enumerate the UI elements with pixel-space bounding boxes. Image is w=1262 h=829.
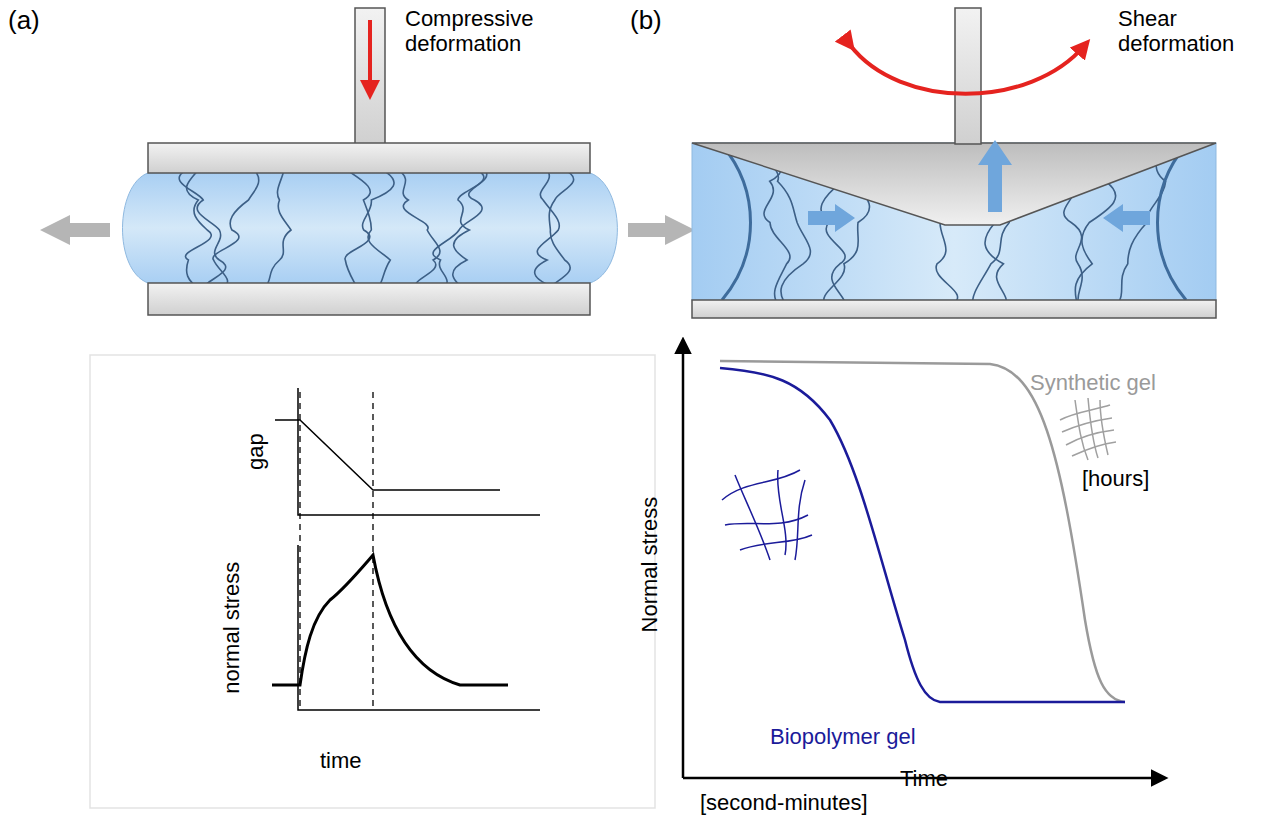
- axis-label: normal stress: [219, 562, 244, 694]
- time-scale: [hours]: [1082, 466, 1149, 491]
- polymer-chain: [399, 173, 440, 283]
- axis-label: Normal stress: [637, 497, 662, 633]
- polymer-chain: [433, 173, 487, 283]
- polymer-chain: [535, 173, 561, 283]
- panel-letter: (b): [630, 6, 662, 36]
- axis-label: Time: [900, 766, 948, 791]
- polymer-chain: [453, 173, 484, 283]
- annotation: Shear deformation: [1118, 6, 1238, 57]
- polymer-chain: [347, 173, 391, 283]
- polymer-chain: [185, 173, 211, 283]
- annotation: Compressive deformation: [405, 6, 545, 57]
- panel-letter: (a): [8, 6, 40, 36]
- polymer-chain: [548, 173, 574, 283]
- curve-label: Biopolymer gel: [770, 724, 916, 749]
- curve-label: Synthetic gel: [1030, 370, 1156, 395]
- polymer-chain: [213, 173, 259, 283]
- axis-label: time: [320, 748, 362, 773]
- polymer-chain: [263, 173, 291, 283]
- axis-label: gap: [242, 434, 267, 471]
- polymer-chain: [345, 173, 394, 283]
- time-scale: [second-minutes]: [700, 790, 868, 815]
